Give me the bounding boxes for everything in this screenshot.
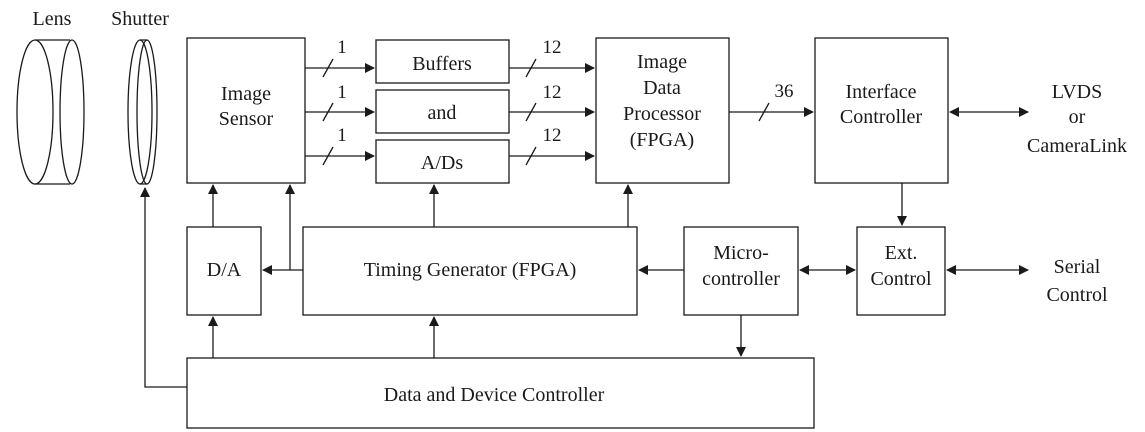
bus-width-1b: 1	[337, 82, 347, 103]
timing-generator-block	[302, 226, 638, 316]
data-device-controller-block	[186, 357, 815, 429]
buffers-to-processor-arrows	[509, 58, 595, 166]
bus-width-12b: 12	[543, 82, 562, 103]
ddc-to-shutter-arrow	[140, 187, 187, 388]
lvds-label-line1: LVDS	[1052, 81, 1102, 103]
timing-generator-label: Timing Generator (FPGA)	[364, 259, 577, 281]
lvds-label-line3: CameraLink	[1027, 135, 1127, 157]
image-sensor-label-line2: Sensor	[219, 108, 274, 130]
interface-label-line1: Interface	[845, 81, 916, 103]
buffers-block	[375, 39, 510, 84]
image-sensor-label-line1: Image	[221, 83, 271, 105]
da-label: D/A	[207, 259, 242, 281]
bus-width-12a: 12	[543, 37, 562, 58]
serial-control-label-line2: Control	[1046, 284, 1108, 306]
data-device-controller-label: Data and Device Controller	[384, 384, 605, 406]
image-data-processor-block	[595, 37, 730, 184]
microcontroller-block	[683, 226, 799, 316]
interface-label-line2: Controller	[840, 106, 923, 128]
microcontroller-label-line1: Micro-	[713, 242, 769, 264]
shutter-icon	[127, 39, 158, 185]
bus-width-12c: 12	[543, 125, 562, 146]
ads-label: A/Ds	[421, 152, 463, 174]
da-block	[186, 226, 262, 316]
processor-to-interface-arrow	[729, 102, 814, 122]
buffers-label: Buffers	[412, 53, 472, 75]
ext-control-label-line1: Ext.	[885, 242, 918, 264]
ads-block	[375, 139, 510, 184]
and-label: and	[428, 102, 457, 124]
bus-width-36: 36	[775, 81, 794, 102]
processor-label-line4: (FPGA)	[630, 129, 694, 151]
processor-label-line2: Data	[643, 77, 681, 99]
bus-width-1c: 1	[337, 125, 347, 146]
ext-control-block	[856, 226, 946, 316]
lens-icon	[16, 39, 85, 185]
processor-label-line1: Image	[637, 51, 687, 73]
image-sensor-block	[186, 37, 306, 184]
bus-width-1a: 1	[337, 37, 347, 58]
ext-control-label-line2: Control	[870, 268, 932, 290]
microcontroller-label-line2: controller	[702, 268, 780, 290]
shutter-label: Shutter	[111, 8, 169, 30]
lens-label: Lens	[33, 8, 72, 30]
lvds-label-line2: or	[1069, 106, 1086, 128]
sensor-to-buffers-arrows	[305, 58, 375, 166]
processor-label-line3: Processor	[623, 103, 701, 125]
interface-controller-block	[814, 37, 949, 184]
serial-control-label-line1: Serial	[1054, 256, 1101, 278]
